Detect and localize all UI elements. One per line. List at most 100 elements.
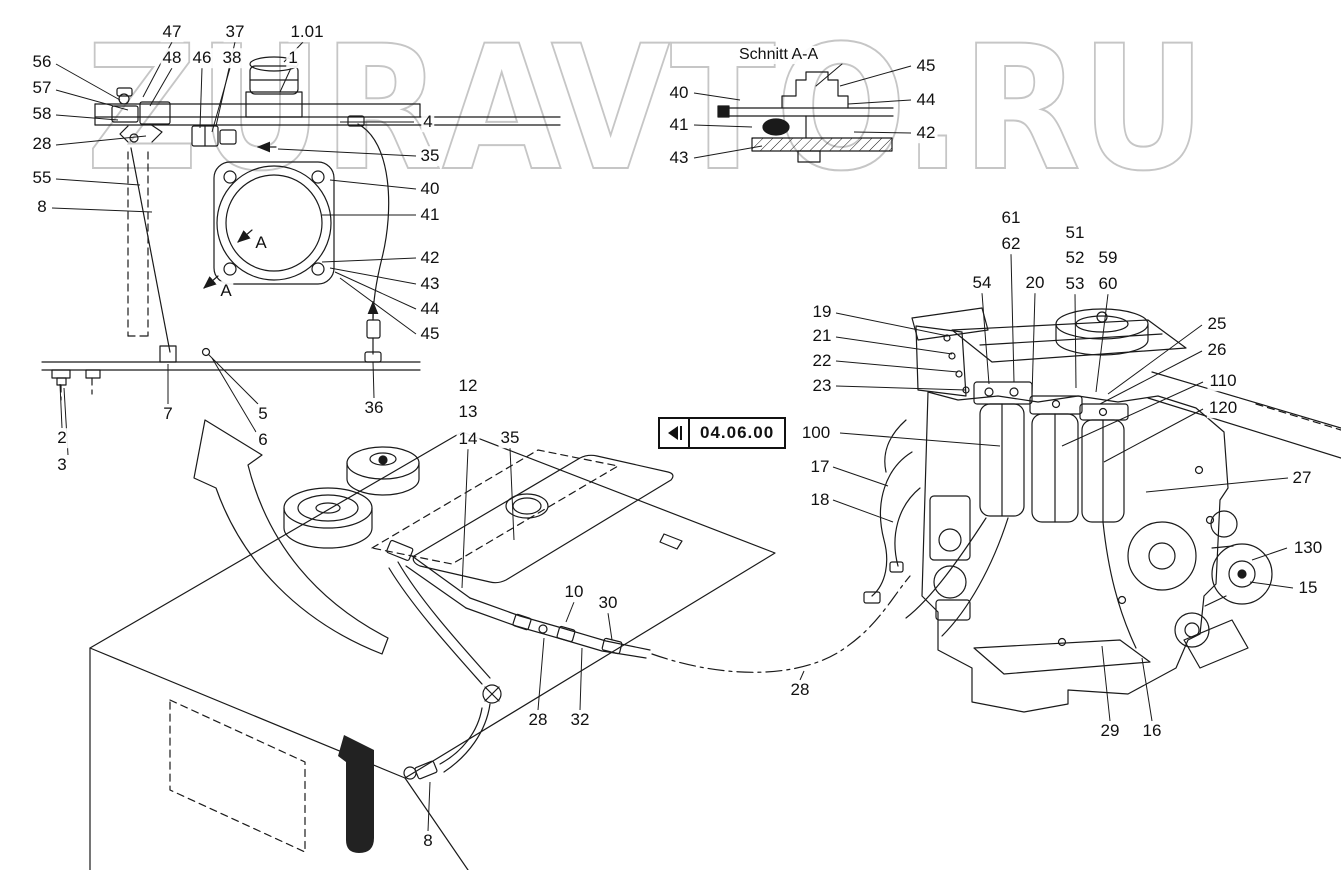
leader-line-18 [832,499,894,523]
leader-line-21 [835,336,953,355]
leader-line-36 [372,361,375,399]
leader-lines [51,41,1294,832]
leader-line-17 [832,466,889,487]
fuel-tank-3d-drawing [89,431,776,870]
leader-line-55 [55,178,141,186]
leader-line-42 [321,257,417,263]
leader-line-43 [693,145,763,159]
callout-8: 8 [35,197,49,217]
callout-52: 52 [1063,248,1087,268]
leader-line-8 [427,781,431,832]
leader-line-5 [207,353,259,405]
leader-line-28 [55,135,147,146]
leader-line-28 [799,670,805,681]
callout-8: 8 [421,831,435,851]
callout-40: 40 [667,83,691,103]
callout-45: 45 [418,324,442,344]
callout-40: 40 [418,179,442,199]
callout-59: 59 [1096,248,1120,268]
callout-29: 29 [1098,721,1122,741]
callout-56: 56 [30,52,54,72]
callout-55: 55 [30,168,54,188]
callout-37: 37 [223,22,247,42]
callout-21: 21 [810,326,834,346]
leader-line-54 [981,292,990,385]
leader-line-44 [334,271,417,310]
leader-line-32 [579,647,583,711]
leader-line-16 [1141,657,1153,722]
callout-7: 7 [161,404,175,424]
callout-41: 41 [418,205,442,225]
callout-44: 44 [418,299,442,319]
callout-2: 2 [55,428,69,448]
leader-line-45 [839,65,912,87]
callout-41: 41 [667,115,691,135]
leader-line-110 [1061,381,1204,447]
fuel-lines-drawing [338,539,911,853]
callout-22: 22 [810,351,834,371]
callout-48: 48 [160,48,184,68]
leader-line-46 [199,67,203,129]
callout-36: 36 [362,398,386,418]
callout-57: 57 [30,78,54,98]
leader-line-28 [537,637,545,711]
leader-line-15 [1249,581,1294,589]
callout-10: 10 [562,582,586,602]
leader-line-43 [329,267,417,285]
callout-A: A [253,233,269,253]
callout-100: 100 [799,423,833,443]
callout-53: 53 [1063,274,1087,294]
section-a-a-drawing [717,63,894,163]
callout-23: 23 [810,376,834,396]
callout-44: 44 [914,90,938,110]
leader-line-30 [607,612,613,641]
callout-46: 46 [190,48,214,68]
callout-58: 58 [30,104,54,124]
leader-line-100 [839,432,1001,447]
callout-43: 43 [667,148,691,168]
callout-42: 42 [418,248,442,268]
leader-line-62 [1010,253,1015,383]
callout-12: 12 [456,376,480,396]
leader-line-22 [835,360,959,373]
leader-line-60 [1095,293,1109,393]
watermark-text: ZURAVTO.RU [86,8,1206,209]
callout-1.01: 1.01 [288,22,326,42]
engine-drawing [863,307,1341,713]
callout-42: 42 [914,123,938,143]
callout-130: 130 [1291,538,1325,558]
reference-box[interactable]: 04.06.00 [658,417,787,449]
callout-32: 32 [568,710,592,730]
leader-line-23 [835,385,967,391]
callout-38: 38 [220,48,244,68]
leader-line-44 [847,99,912,105]
callout-110: 110 [1207,371,1239,391]
callout-25: 25 [1205,314,1229,334]
leader-line-42 [853,131,912,134]
leader-line-27 [1145,477,1289,493]
callout-18: 18 [808,490,832,510]
callout-13: 13 [456,402,480,422]
callout-120: 120 [1206,398,1240,418]
callout-A: A [218,281,234,301]
leader-line-2 [59,383,63,429]
callout-28: 28 [30,134,54,154]
callout-43: 43 [418,274,442,294]
leader-line-45 [339,277,417,335]
leader-line-19 [835,312,949,337]
leader-line-1 [279,67,292,93]
leader-line-120 [1103,408,1204,463]
callout-17: 17 [808,457,832,477]
callout-62: 62 [999,234,1023,254]
callout-5: 5 [256,404,270,424]
callout-45: 45 [914,56,938,76]
callout-51: 51 [1063,223,1087,243]
leader-line-10 [565,601,575,623]
callout-35: 35 [418,146,442,166]
callout-28: 28 [526,710,550,730]
rotation-arrow [193,419,389,655]
callout-47: 47 [160,22,184,42]
callout-1: 1 [286,48,300,68]
tank-top-assembly-drawing [41,56,561,401]
callout-6: 6 [256,430,270,450]
